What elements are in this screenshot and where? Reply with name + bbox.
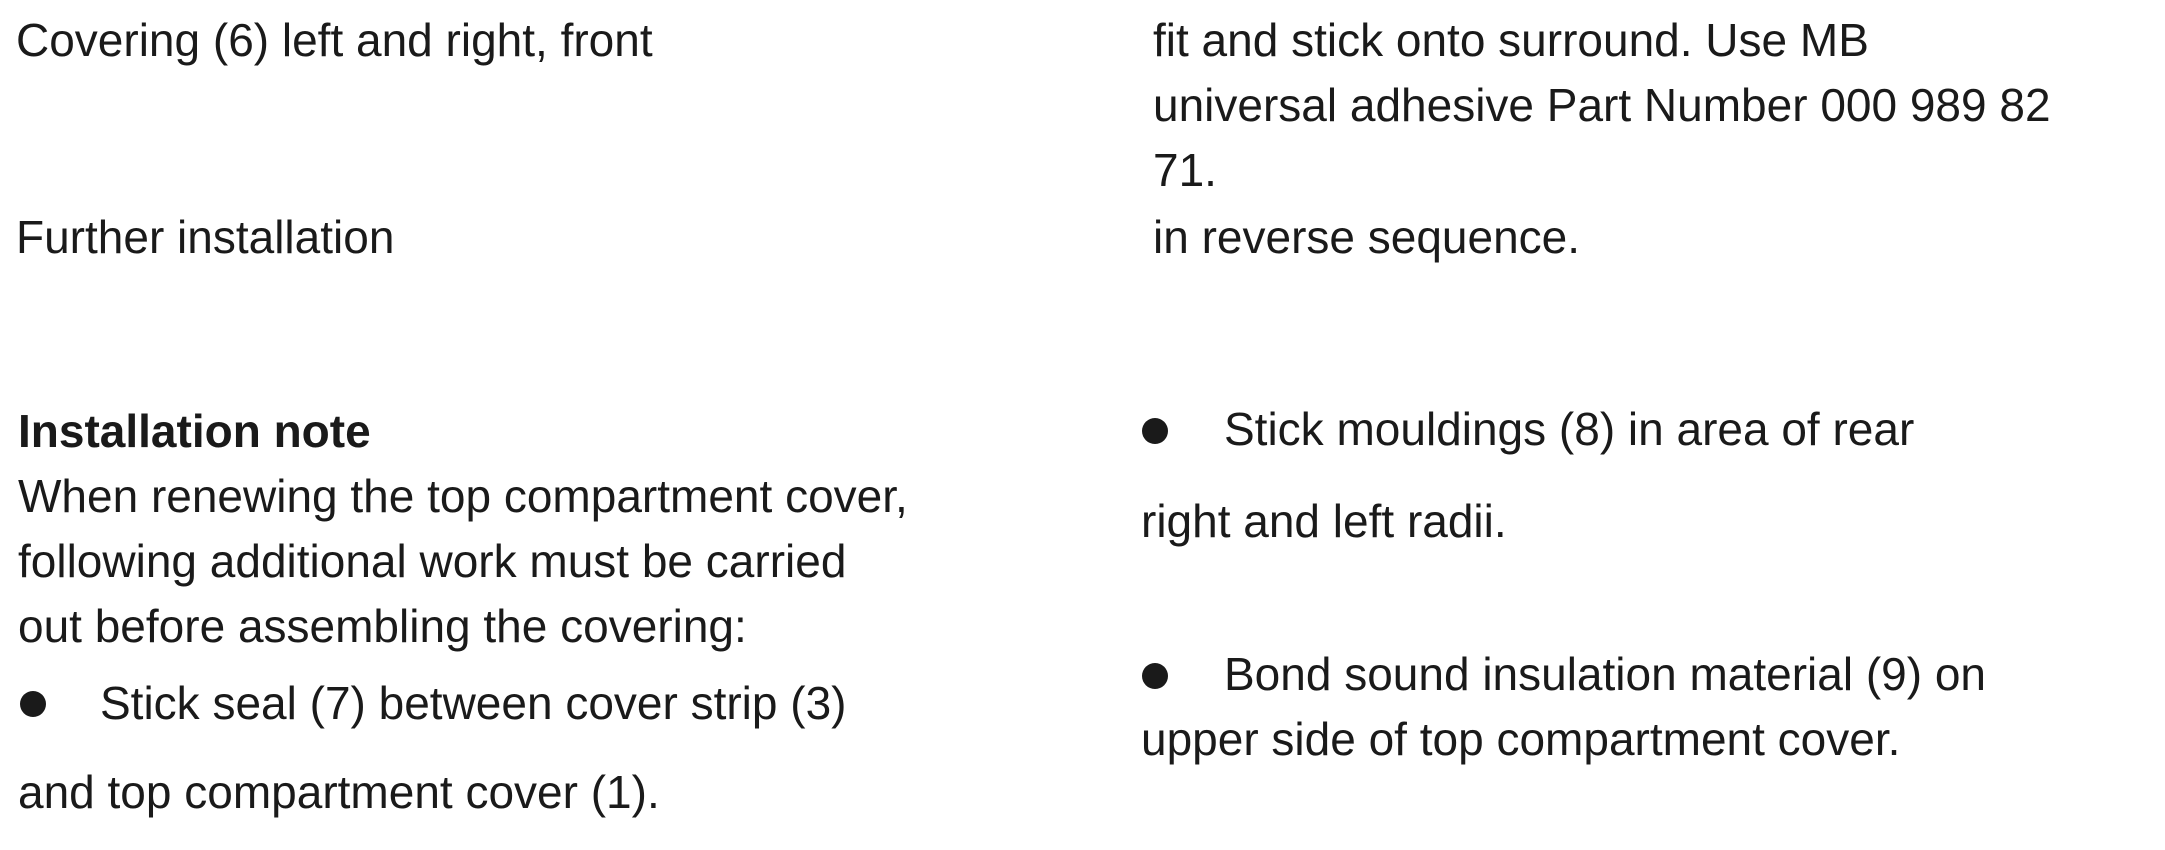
step-further-label: Further installation bbox=[16, 211, 395, 263]
bullet-dot-icon bbox=[20, 691, 46, 717]
installation-note-heading: Installation note bbox=[18, 405, 371, 457]
installation-note-line-1: When renewing the top compartment cover, bbox=[18, 470, 908, 522]
step-covering-instruction-line-3: 71. bbox=[1153, 144, 1217, 196]
bullet-2-text: Stick mouldings (8) in area of rear bbox=[1224, 403, 1915, 455]
bullet-dot-icon bbox=[1142, 663, 1168, 689]
bullet-3-continuation: upper side of top compartment cover. bbox=[1141, 713, 1901, 765]
bullet-2-continuation: right and left radii. bbox=[1141, 495, 1507, 547]
step-covering-instruction-line-1: fit and stick onto surround. Use MB bbox=[1153, 14, 1869, 66]
bullet-1-continuation: and top compartment cover (1). bbox=[18, 766, 660, 818]
step-covering-label: Covering (6) left and right, front bbox=[16, 14, 653, 66]
bullet-1-text: Stick seal (7) between cover strip (3) bbox=[100, 677, 847, 729]
step-further-instruction: in reverse sequence. bbox=[1153, 211, 1581, 263]
installation-note-line-2: following additional work must be carrie… bbox=[18, 535, 847, 587]
bullet-3-text: Bond sound insulation material (9) on bbox=[1224, 648, 1987, 700]
installation-note-line-3: out before assembling the covering: bbox=[18, 600, 747, 652]
step-covering-instruction-line-2: universal adhesive Part Number 000 989 8… bbox=[1153, 79, 2051, 131]
bullet-dot-icon bbox=[1142, 418, 1168, 444]
